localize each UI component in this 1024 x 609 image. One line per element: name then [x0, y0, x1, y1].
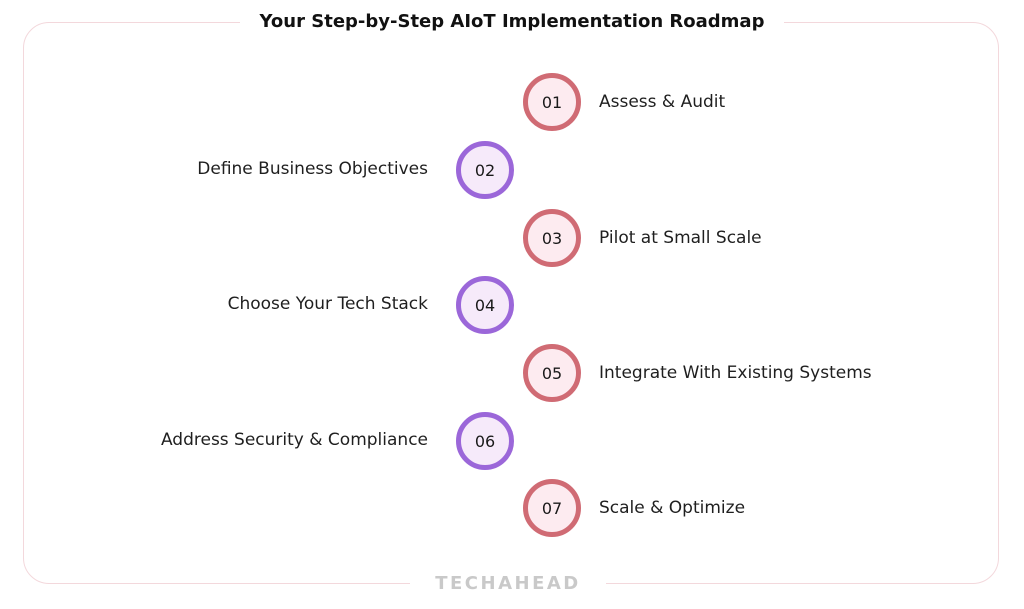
step-label-05: Integrate With Existing Systems [599, 363, 872, 383]
step-label-04: Choose Your Tech Stack [227, 294, 428, 314]
step-circle-06: 06 [456, 412, 514, 470]
step-label-01: Assess & Audit [599, 92, 726, 112]
step-number: 03 [541, 228, 563, 248]
step-circle-05: 05 [523, 344, 581, 402]
step-label-02: Define Business Objectives [197, 159, 428, 179]
step-label-06: Address Security & Compliance [160, 430, 428, 450]
step-circle-04: 04 [456, 276, 514, 334]
diagram-title: Your Step-by-Step AIoT Implementation Ro… [240, 8, 784, 36]
brand-logo: TECHAHEAD [410, 572, 606, 596]
step-label-07: Scale & Optimize [599, 498, 746, 518]
step-number: 02 [474, 160, 496, 180]
step-circle-02: 02 [456, 141, 514, 199]
step-number: 07 [541, 498, 563, 518]
step-number: 04 [474, 295, 496, 315]
step-number: 05 [541, 363, 563, 383]
step-circle-01: 01 [523, 73, 581, 131]
step-number: 06 [474, 431, 496, 451]
step-label-03: Pilot at Small Scale [599, 228, 762, 248]
step-circle-07: 07 [523, 479, 581, 537]
step-number: 01 [541, 92, 563, 112]
step-circle-03: 03 [523, 209, 581, 267]
